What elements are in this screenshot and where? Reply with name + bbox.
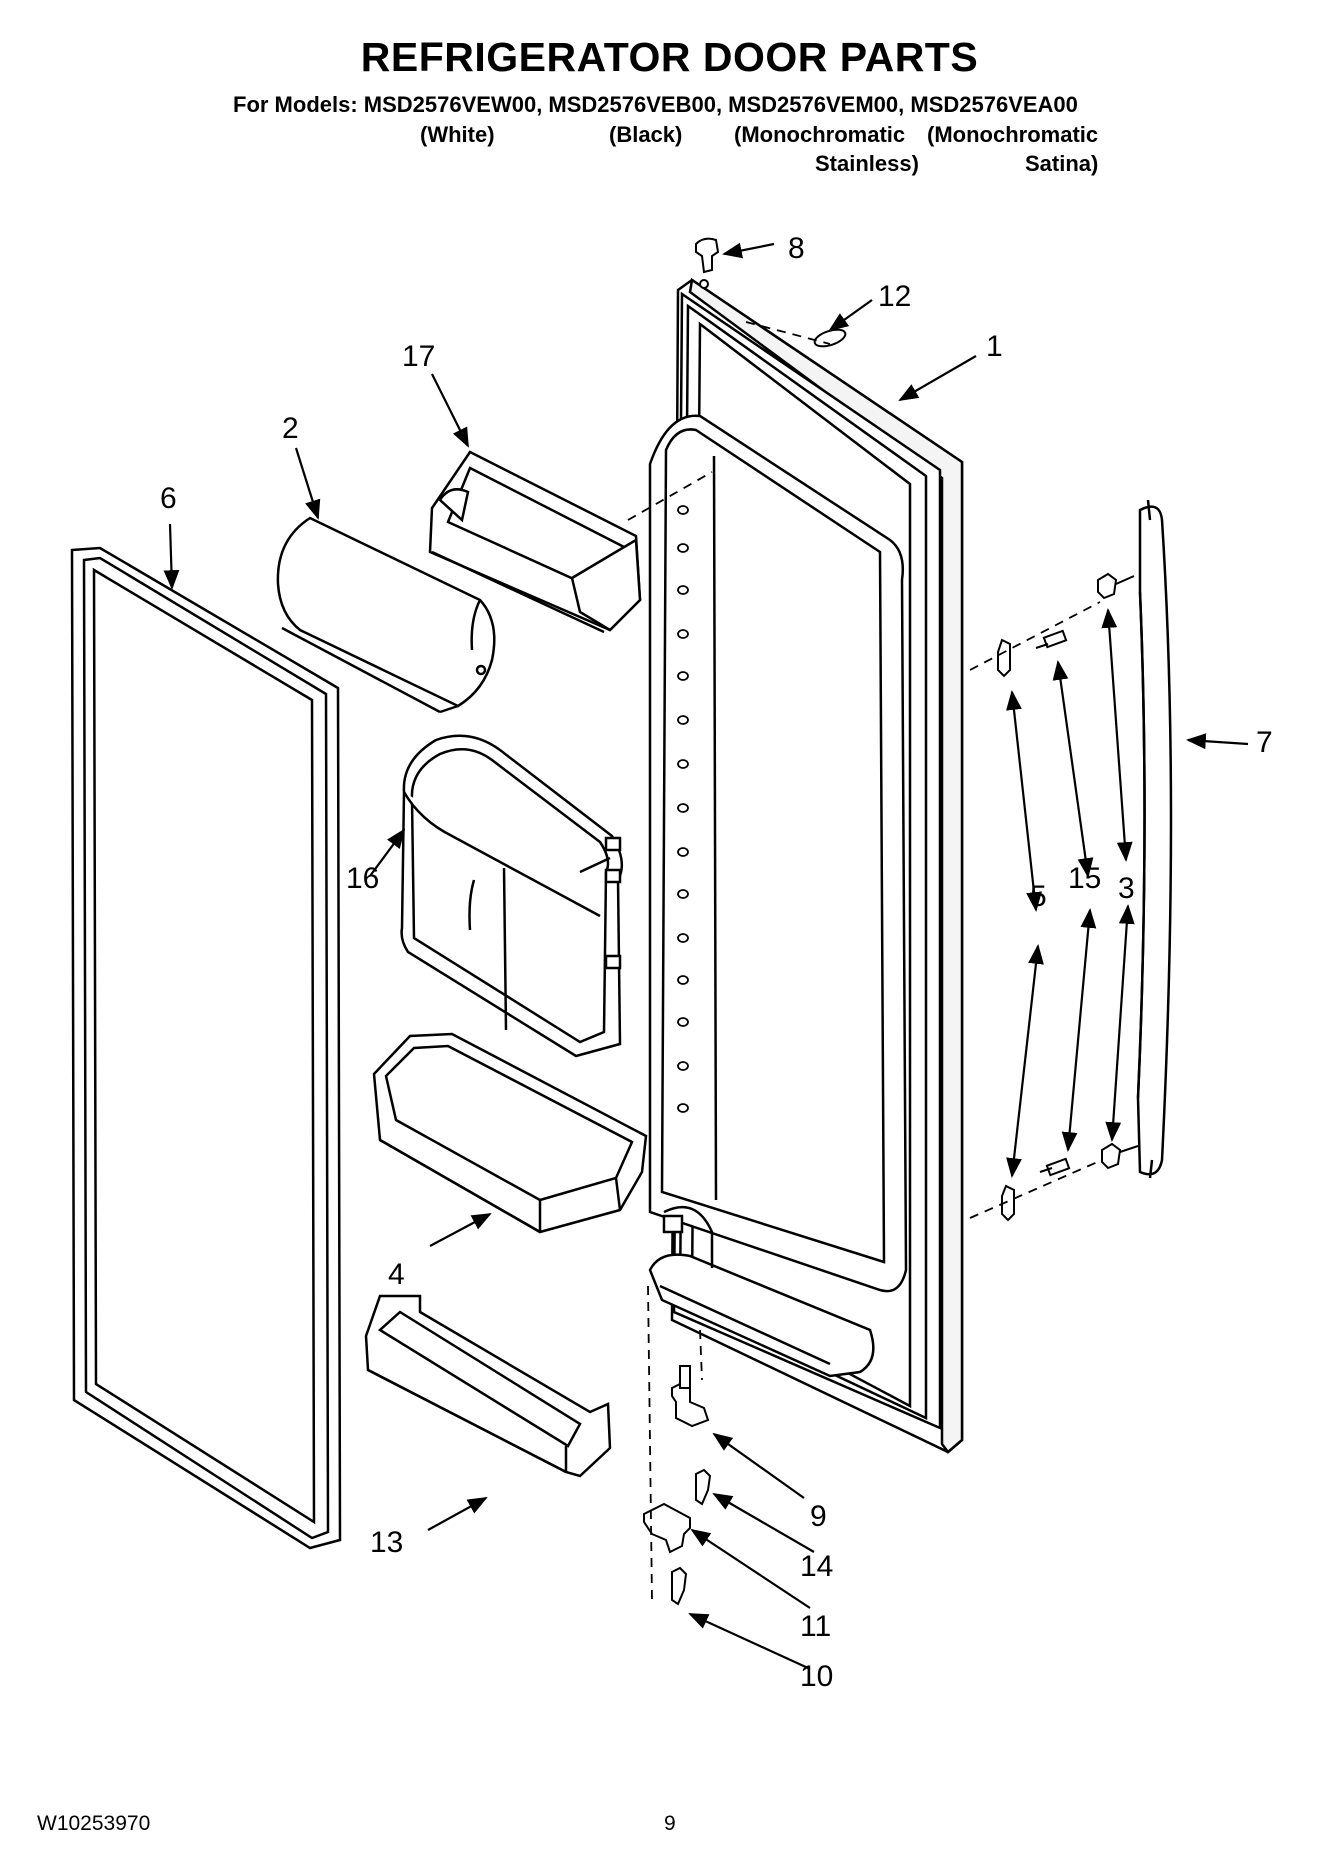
callout-11: 11 [800, 1610, 831, 1643]
door-handle [1136, 499, 1173, 1179]
callout-labels: 1 2 3 4 5 6 7 8 9 10 11 12 13 14 15 16 1… [160, 232, 1273, 1693]
door-gasket [70, 546, 342, 1550]
callout-1: 1 [986, 330, 1003, 363]
page-title: REFRIGERATOR DOOR PARTS [360, 34, 979, 80]
callout-2: 2 [282, 412, 299, 445]
hinge-screw-10 [671, 1566, 688, 1606]
callout-4: 4 [388, 1258, 405, 1291]
leader-arrows [163, 242, 1249, 1670]
covered-door-bin [400, 734, 624, 1058]
dairy-bin [428, 450, 642, 634]
callout-3: 3 [1118, 872, 1135, 905]
callout-5: 5 [1030, 880, 1047, 913]
door-bin [372, 1032, 648, 1234]
handle-hardware-bottom [1001, 1142, 1139, 1222]
callout-8: 8 [788, 232, 805, 265]
refrigerator-door [648, 277, 964, 1454]
assembly-lines [627, 321, 1103, 1601]
callout-10: 10 [800, 1660, 833, 1693]
dairy-cover [276, 516, 496, 714]
callout-7: 7 [1256, 726, 1273, 759]
callout-16: 16 [346, 862, 379, 895]
hinge-plug [813, 328, 847, 348]
document-number: W10253970 [37, 1812, 151, 1835]
hinge-pin-top [695, 237, 720, 274]
hinge-bracket-11 [643, 1502, 691, 1554]
callout-6: 6 [160, 482, 177, 515]
page-number: 9 [664, 1812, 676, 1835]
models-line: For Models: MSD2576VEW00, MSD2576VEB00, … [233, 92, 1078, 117]
variant-black: (Black) [609, 122, 683, 147]
callout-12: 12 [878, 280, 911, 313]
callout-17: 17 [402, 340, 435, 373]
leader-arrows-double [1006, 608, 1135, 1178]
variant-mono-stainless-line1: (Monochromatic [734, 122, 906, 147]
variant-mono-stainless-line2: Stainless) [815, 151, 919, 176]
variant-mono-satina-line2: Satina) [1025, 151, 1099, 176]
callout-14: 14 [800, 1550, 833, 1583]
callout-9: 9 [810, 1500, 827, 1533]
callout-15: 15 [1068, 862, 1101, 895]
shelf-clip-row [677, 505, 689, 1113]
shelf-bin [364, 1294, 612, 1478]
callout-13: 13 [370, 1526, 403, 1559]
variant-mono-satina-line1: (Monochromatic [927, 122, 1099, 147]
hinge-screw-14 [695, 1468, 712, 1506]
variant-white: (White) [420, 122, 495, 147]
bottom-hinge [671, 1365, 710, 1428]
handle-hardware-top [997, 572, 1135, 678]
